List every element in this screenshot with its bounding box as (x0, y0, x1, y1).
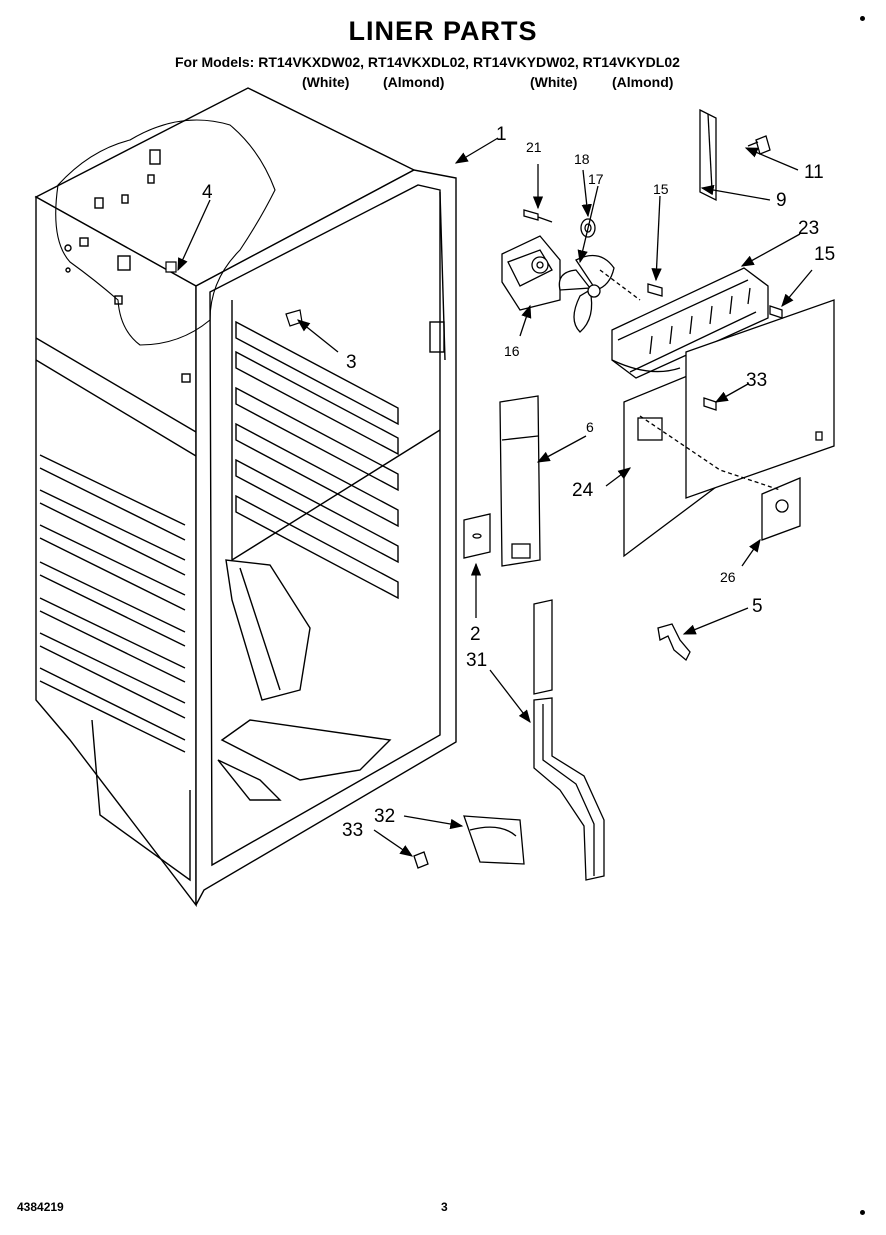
callout-3: 3 (346, 352, 357, 373)
callout-18: 18 (574, 151, 590, 167)
leader-lines (177, 137, 813, 857)
callout-11: 11 (804, 162, 824, 183)
screw-33-lower (413, 851, 429, 869)
corner-mark-top-right (860, 16, 865, 21)
callout-1: 1 (496, 124, 507, 145)
drain-tube-and-screw (699, 108, 771, 202)
color-label-2: (Almond) (383, 74, 445, 90)
callout-15b: 15 (814, 244, 835, 265)
page-title: LINER PARTS (348, 16, 538, 46)
callout-4: 4 (202, 182, 213, 203)
callout-24: 24 (572, 480, 594, 501)
callout-2: 2 (470, 624, 481, 645)
callout-15a: 15 (653, 181, 669, 197)
page-number: 3 (441, 1200, 448, 1214)
fan-motor-assembly (501, 209, 663, 333)
air-duct (499, 395, 541, 567)
retainer-clip (657, 623, 691, 662)
color-label-3: (White) (530, 74, 578, 90)
callout-17: 17 (588, 171, 604, 187)
corner-mark-bottom-right (860, 1210, 865, 1215)
lower-cover (463, 815, 525, 865)
callout-23: 23 (798, 218, 819, 239)
vent-plate (463, 513, 491, 559)
doc-number: 4384219 (17, 1200, 64, 1214)
callout-31: 31 (466, 650, 487, 671)
color-label-4: (Almond) (612, 74, 674, 90)
liner-cabinet (34, 87, 457, 908)
callout-26: 26 (720, 569, 736, 585)
models-line: For Models: RT14VKXDW02, RT14VKXDL02, RT… (175, 54, 680, 70)
callout-9: 9 (776, 190, 787, 211)
callout-5: 5 (752, 596, 763, 617)
screw-15-right (769, 305, 783, 319)
lower-duct (533, 599, 605, 881)
callout-33-panel: 33 (746, 370, 767, 391)
callout-16: 16 (504, 343, 520, 359)
callout-21: 21 (526, 139, 542, 155)
screw-33-panel (703, 397, 717, 411)
callout-6: 6 (586, 419, 594, 435)
evaporator-grille (611, 267, 769, 379)
part-4-grommet (165, 261, 177, 273)
callout-33-lower: 33 (342, 820, 363, 841)
color-label-1: (White) (302, 74, 350, 90)
callout-32: 32 (374, 806, 395, 827)
